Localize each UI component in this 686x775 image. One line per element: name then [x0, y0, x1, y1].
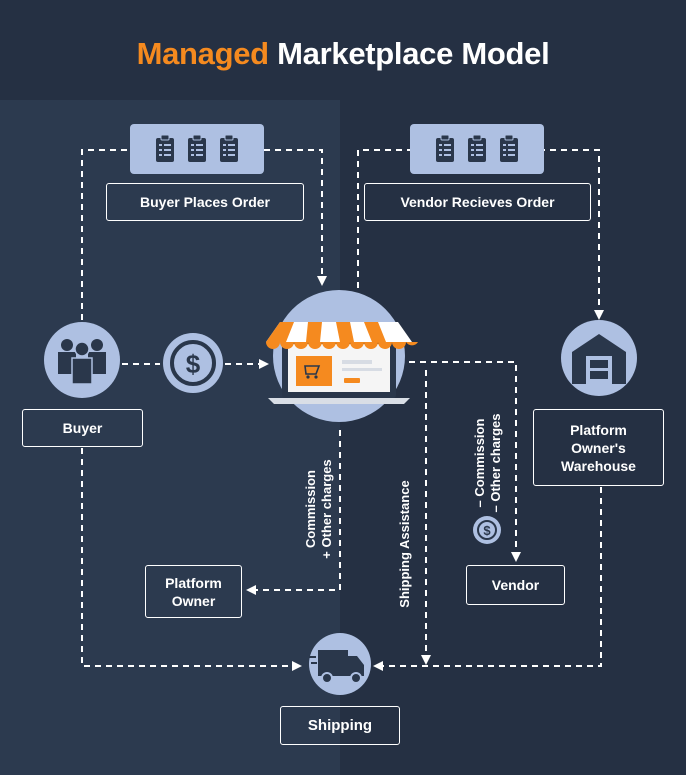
svg-text:$: $: [483, 523, 491, 538]
warehouse-label-line2: Owner's: [571, 439, 626, 456]
platform-owners-warehouse-label: Platform Owner's Warehouse: [533, 409, 664, 486]
buyer-places-order-label: Buyer Places Order: [106, 183, 304, 221]
commission-plus-line1: Commission: [303, 470, 318, 549]
warehouse-label-line1: Platform: [570, 421, 627, 438]
delivery-truck-icon: [309, 633, 371, 695]
platform-owner-line1: Platform: [165, 574, 222, 591]
diagram-title: Managed Marketplace Model: [0, 36, 686, 72]
title-accent: Managed: [136, 36, 270, 71]
commission-minus-label: – Commission – Other charges: [472, 395, 506, 531]
platform-owner-line2: Owner: [171, 592, 216, 609]
buyer-order-clipboards-icon: [130, 124, 264, 174]
buyer-order-line: [81, 149, 327, 320]
platform-owner-label: Platform Owner: [145, 565, 242, 618]
buyer-text: Buyer: [62, 420, 103, 436]
dollar-coin-icon: $: [163, 333, 223, 393]
title-rest: Marketplace Model: [277, 36, 550, 71]
commission-plus-label: Commission + Other charges: [303, 439, 337, 579]
commission-minus-line2: – Other charges: [488, 413, 503, 513]
commission-to-owner-line: [246, 430, 341, 595]
vendor-receives-order-label: Vendor Recieves Order: [364, 183, 591, 221]
buyer-to-shipping-line: [81, 448, 302, 671]
shipping-assistance-text: Shipping Assistance: [397, 480, 412, 608]
commission-plus-line2: + Other charges: [319, 459, 334, 559]
left-panel-background: [0, 100, 340, 775]
vendor-receives-order-text: Vendor Recieves Order: [400, 194, 555, 210]
shipping-text: Shipping: [307, 716, 373, 734]
shipping-label: Shipping: [280, 706, 400, 745]
vendor-text: Vendor: [491, 577, 540, 593]
dollar-coin-small-icon: $: [473, 516, 501, 544]
vendor-order-clipboards-icon: [410, 124, 544, 174]
vendor-order-line: [357, 149, 604, 320]
people-group-icon: [44, 322, 120, 398]
shipping-assistance-label: Shipping Assistance: [397, 478, 413, 610]
vendor-label: Vendor: [466, 565, 565, 605]
commission-minus-line1: – Commission: [472, 418, 487, 508]
warehouse-icon: [561, 320, 637, 396]
header-background: [0, 0, 686, 100]
right-panel-background: [340, 100, 686, 775]
warehouse-label-line3: Warehouse: [561, 457, 636, 474]
svg-text:$: $: [186, 349, 201, 379]
buyer-label: Buyer: [22, 409, 143, 447]
buyer-places-order-text: Buyer Places Order: [140, 194, 270, 210]
storefront-laptop-icon: [266, 290, 418, 422]
warehouse-to-shipping-line: [373, 487, 602, 671]
